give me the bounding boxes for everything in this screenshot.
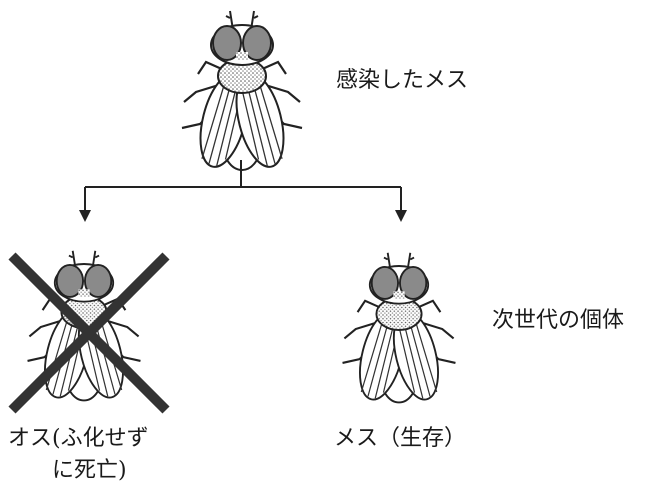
male-label-line2: に死亡) [52, 458, 127, 483]
parent-label: 感染したメス [336, 68, 469, 93]
parent-fly-icon [180, 9, 304, 173]
female-arrowhead [395, 210, 407, 222]
female-fly-icon [341, 251, 457, 406]
female-label: メス（生存） [334, 426, 467, 451]
offspring-label: 次世代の個体 [492, 308, 625, 333]
cross-mark-icon [8, 252, 170, 414]
connector-lines [84, 160, 402, 212]
male-arrowhead [79, 210, 91, 222]
male-label-line1: オス(ふ化せず [8, 426, 149, 451]
